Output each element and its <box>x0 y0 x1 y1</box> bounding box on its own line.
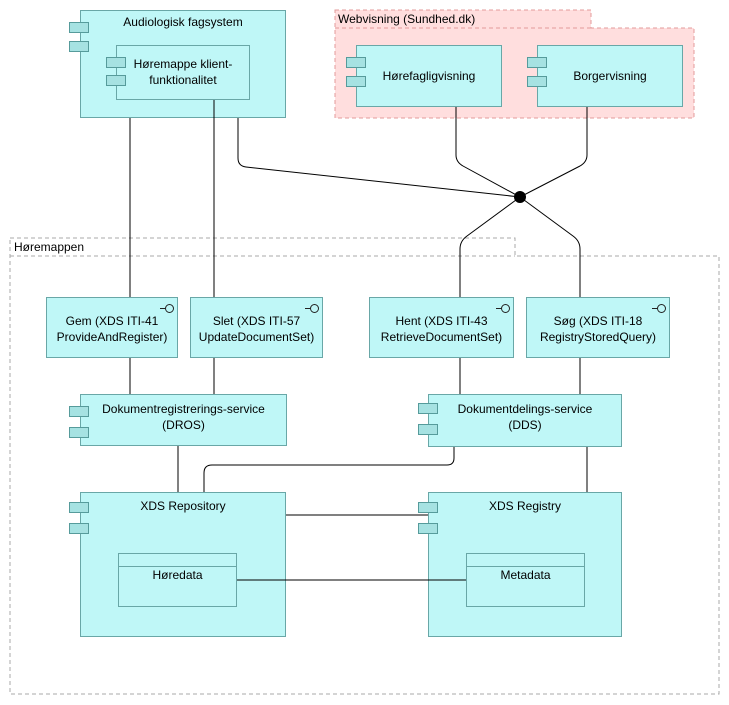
webvisning-group-label: Webvisning (Sundhed.dk) <box>338 12 476 26</box>
component-tab-icon <box>418 502 438 513</box>
dros-title-line2: (DROS) <box>162 418 205 432</box>
component-tab-icon <box>346 76 366 87</box>
interface-slet: Slet (XDS ITI-57 UpdateDocumentSet) <box>190 297 323 358</box>
audiologisk-fagsystem-title: Audiologisk fagsystem <box>123 15 243 29</box>
component-tab-icon <box>69 41 89 52</box>
component-tab-icon <box>527 76 547 87</box>
interface-lollipop-icon <box>501 304 510 313</box>
interface-gem: Gem (XDS ITI-41 ProvideAndRegister) <box>46 297 178 358</box>
xds-registry-title: XDS Registry <box>488 499 562 513</box>
klient-title-line2: funktionalitet <box>149 73 217 87</box>
klient-title-line1: Høremappe klient- <box>133 57 233 71</box>
horefagligvisning-title: Hørefagligvisning <box>382 69 476 83</box>
dds-component: Dokumentdelings-service (DDS) <box>428 394 622 447</box>
dds-title-line1: Dokumentdelings-service <box>457 402 593 416</box>
sog-line2: RegistryStoredQuery) <box>539 330 657 344</box>
connector-audiologisk-junction <box>237 118 521 198</box>
gem-line1: Gem (XDS ITI-41 <box>65 314 159 328</box>
interface-lollipop-icon <box>310 304 319 313</box>
component-tab-icon <box>69 427 89 438</box>
interface-sog: Søg (XDS ITI-18 RegistryStoredQuery) <box>526 297 670 358</box>
hent-line1: Hent (XDS ITI-43 <box>395 314 488 328</box>
slet-line2: UpdateDocumentSet) <box>198 330 315 344</box>
connector-dds-repository <box>203 447 455 492</box>
dds-title-line2: (DDS) <box>508 418 542 432</box>
component-tab-icon <box>418 403 438 414</box>
horemappen-group-frame <box>9 237 720 695</box>
hent-line2: RetrieveDocumentSet) <box>380 330 503 344</box>
borgervisning-title: Borgervisning <box>573 69 647 83</box>
horefagligvisning-component: Hørefagligvisning <box>356 45 502 107</box>
connector-junction-hent <box>459 196 521 297</box>
component-tab-icon <box>346 57 366 68</box>
horemappe-klient-component: Høremappe klient- funktionalitet <box>116 45 250 100</box>
component-tab-icon <box>418 424 438 435</box>
horemappen-group-label: Høremappen <box>14 240 85 254</box>
slet-line1: Slet (XDS ITI-57 <box>212 314 301 328</box>
xds-repository-title: XDS Repository <box>140 499 226 513</box>
component-tab-icon <box>106 75 126 86</box>
component-tab-icon <box>69 406 89 417</box>
dros-title-line1: Dokumentregistrerings-service <box>102 402 265 416</box>
component-tab-icon <box>69 22 89 33</box>
component-tab-icon <box>418 523 438 534</box>
borgervisning-component: Borgervisning <box>537 45 683 107</box>
sog-line1: Søg (XDS ITI-18 <box>553 314 643 328</box>
component-tab-icon <box>527 57 547 68</box>
metadata-label: Metadata <box>500 568 551 582</box>
horedata-artifact: Høredata <box>118 553 237 607</box>
dros-component: Dokumentregistrerings-service (DROS) <box>80 394 287 446</box>
interface-hent: Hent (XDS ITI-43 RetrieveDocumentSet) <box>369 297 514 358</box>
gem-line2: ProvideAndRegister) <box>56 330 168 344</box>
connector-horefaglig-junction <box>455 107 521 198</box>
connector-junction-sog <box>519 196 581 297</box>
component-tab-icon <box>106 57 126 68</box>
component-tab-icon <box>69 523 89 534</box>
junction-node <box>514 191 526 203</box>
interface-lollipop-icon <box>165 304 174 313</box>
component-tab-icon <box>69 502 89 513</box>
interface-lollipop-icon <box>657 304 666 313</box>
horedata-label: Høredata <box>152 568 203 582</box>
connector-borger-junction <box>519 107 588 198</box>
metadata-artifact: Metadata <box>466 553 585 607</box>
